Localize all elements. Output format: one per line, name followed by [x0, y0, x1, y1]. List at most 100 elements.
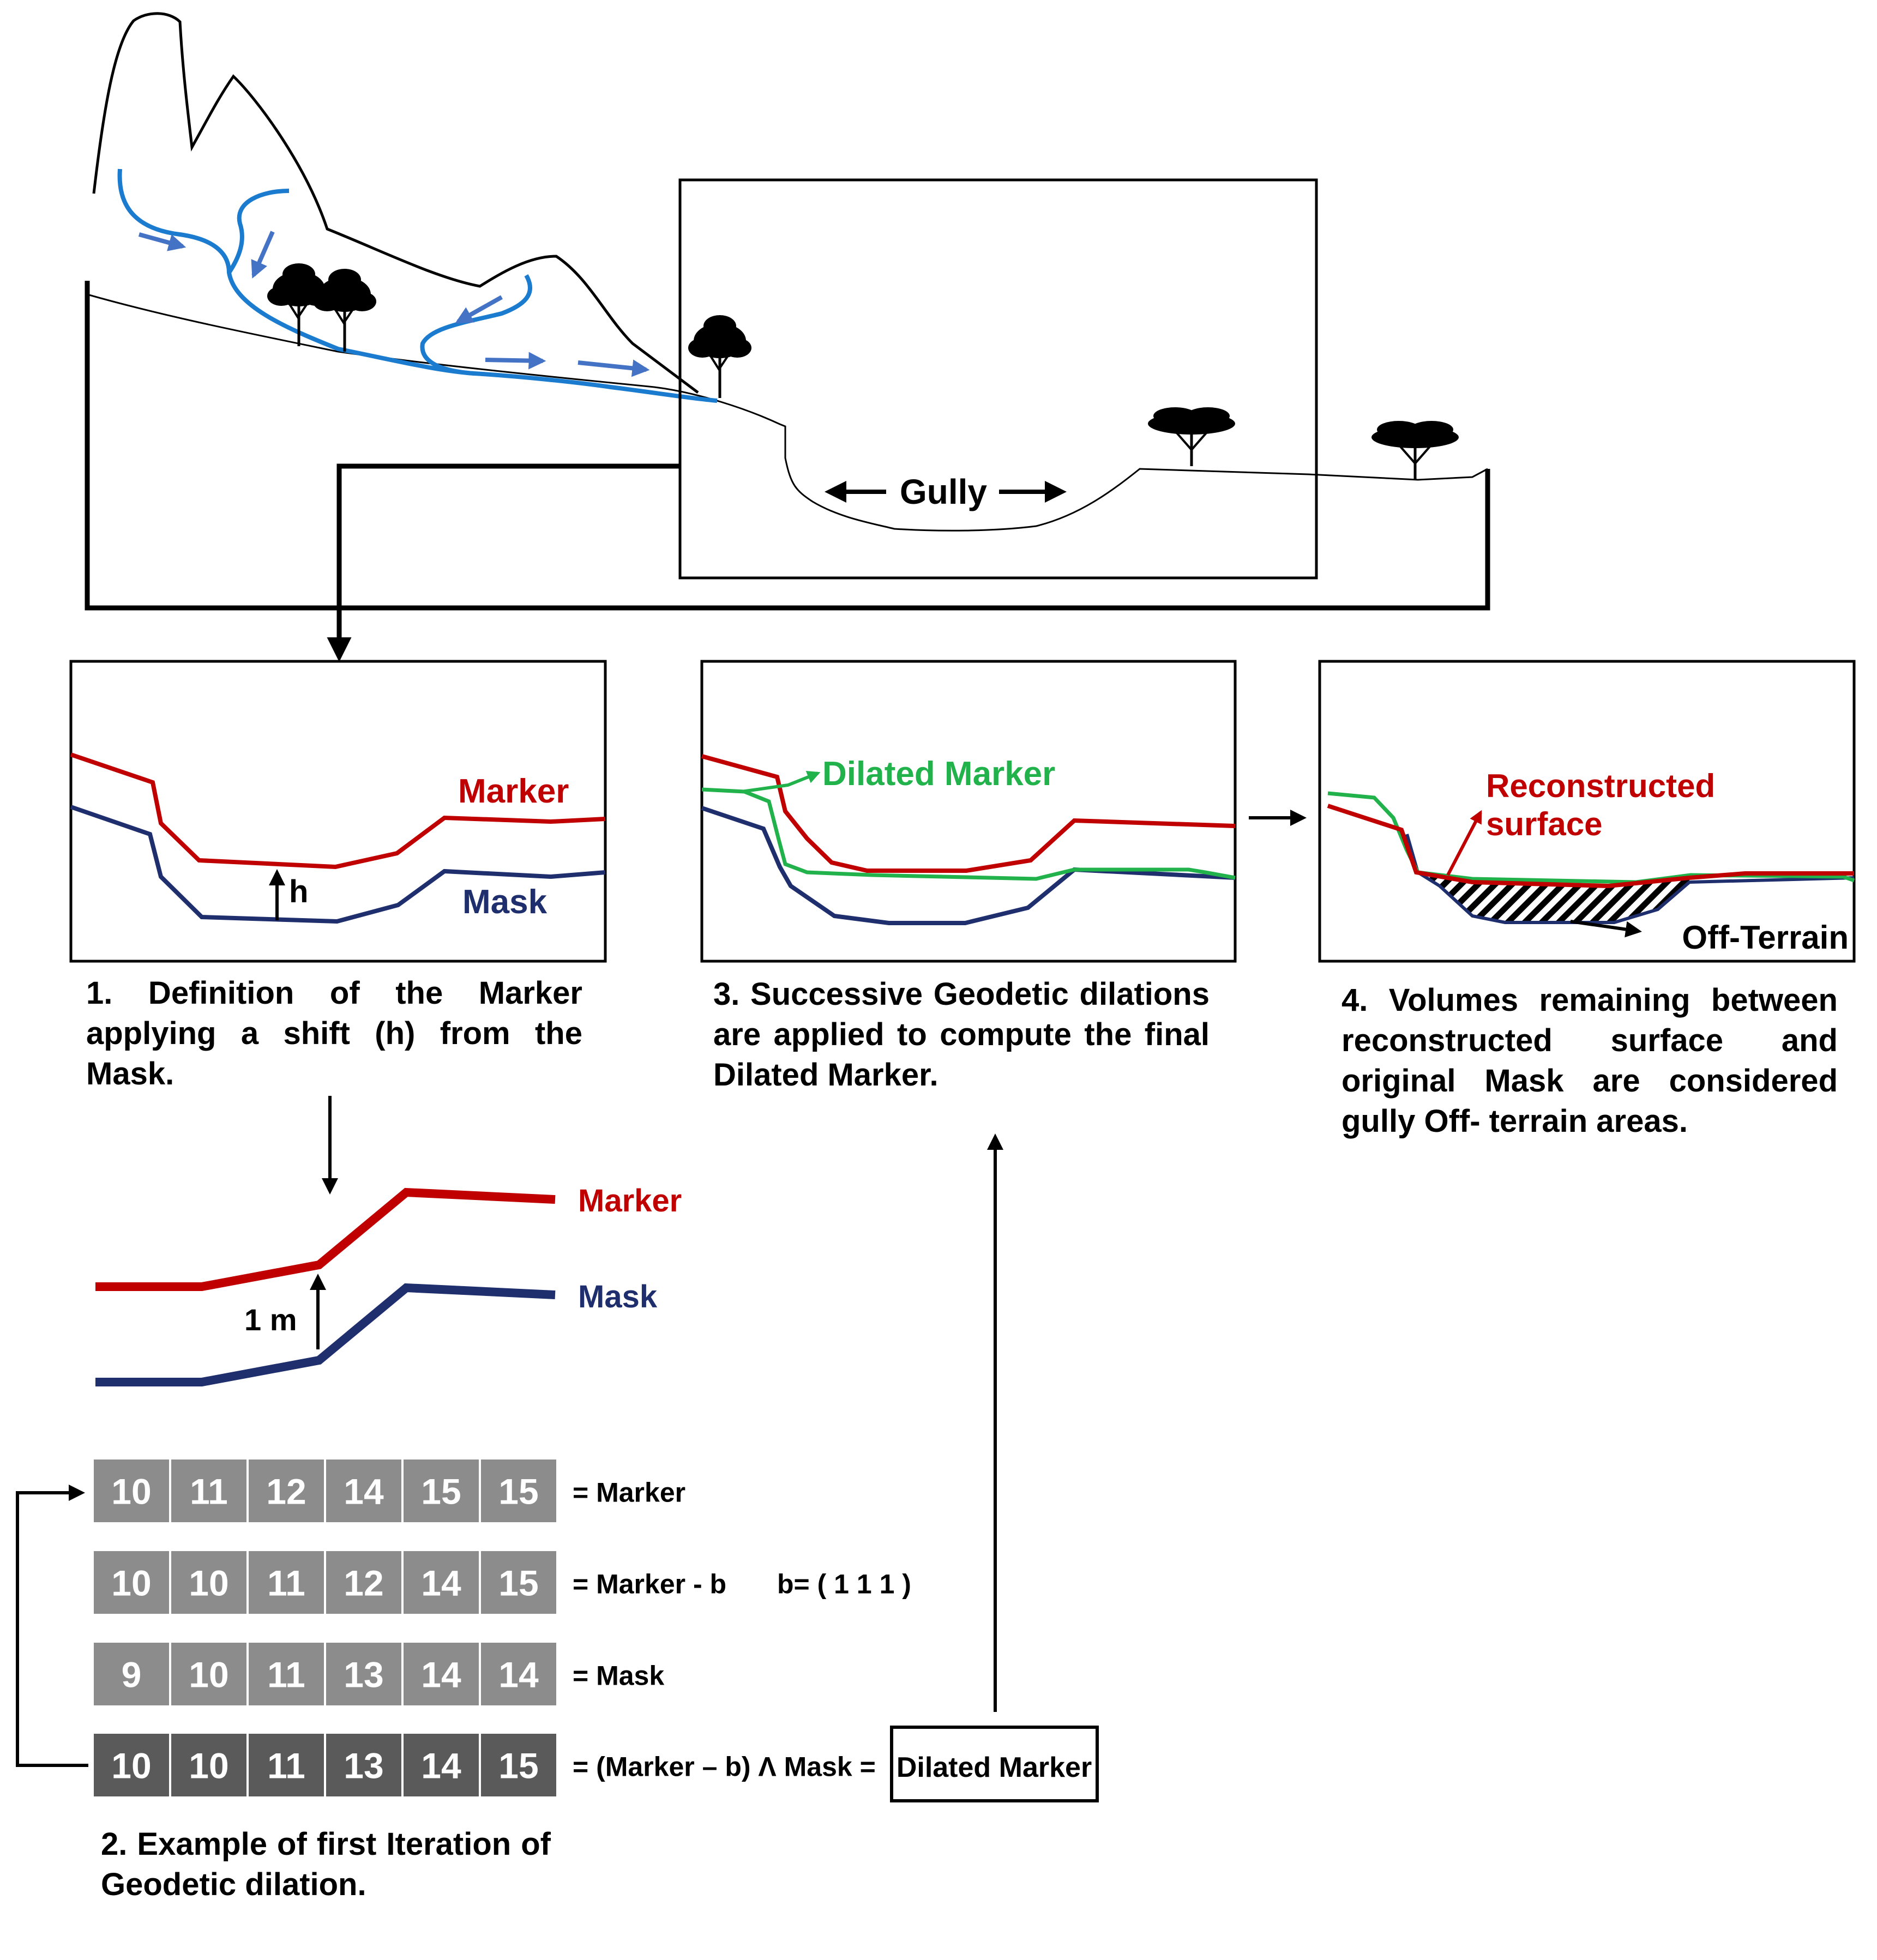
table-cell	[94, 1551, 169, 1614]
table-cell	[249, 1643, 324, 1705]
table-cell-value: 10	[189, 1655, 228, 1695]
tree-icon	[1148, 407, 1235, 466]
table-cell	[249, 1551, 324, 1614]
table-row-label: = (Marker – b) Λ Mask =	[573, 1752, 876, 1782]
table-cell	[404, 1460, 479, 1522]
tree-icon	[688, 315, 751, 398]
table-cell	[481, 1734, 556, 1796]
table-cell	[404, 1643, 479, 1705]
table-cell	[326, 1734, 401, 1796]
gully-label: Gully	[900, 472, 987, 511]
panel-3-mask-line	[701, 806, 1236, 925]
flow-arrow-icon	[251, 231, 275, 279]
flow-arrows	[138, 231, 650, 377]
table-row-label: = Marker	[573, 1477, 685, 1508]
table-cell-value: 15	[498, 1471, 538, 1512]
panel-1-shift-label: h	[289, 874, 308, 909]
table-cell-value: 12	[266, 1471, 306, 1512]
panel-4-reconstructed-line	[1327, 804, 1854, 889]
panel-3-dilated-pointer	[741, 770, 821, 793]
table-cell-value: 15	[421, 1471, 461, 1512]
mountain-outline	[92, 12, 699, 394]
stream-branch-1	[227, 189, 290, 274]
table-cell-value: 14	[421, 1746, 461, 1786]
ground-profile	[85, 281, 1490, 611]
table-cell-value: 14	[498, 1655, 539, 1695]
table-cell	[94, 1460, 169, 1522]
panel-1-caption: 1. Definition of the Marker applying a s…	[86, 975, 582, 1091]
gully-bracket-left	[327, 463, 680, 662]
panel-1-mask-label: Mask	[462, 883, 548, 921]
table-cell-value: 10	[111, 1746, 151, 1786]
table-cell	[326, 1551, 401, 1614]
table-cell-value: 11	[267, 1746, 305, 1786]
table-cell	[171, 1460, 246, 1522]
panel-4-caption: 4. Volumes remaining between reconstruct…	[1341, 982, 1838, 1139]
flow-arrow-icon	[138, 232, 187, 251]
panel-4: Reconstructed surface Off-Terrain	[1318, 660, 1856, 963]
panel-2-marker-line	[95, 1187, 556, 1291]
dilated-marker-box	[890, 1726, 1099, 1802]
panel-1: h Marker Mask	[69, 660, 607, 963]
table-row-extra: b= ( 1 1 1 )	[777, 1569, 911, 1600]
table-cell	[171, 1643, 246, 1705]
table-cell	[171, 1734, 246, 1796]
panel-4-offterrain-pointer	[1570, 920, 1642, 938]
panel-4-offterrain-label: Off-Terrain	[1682, 919, 1849, 956]
panel-3-caption: 3. Successive Geodetic dilations are app…	[713, 976, 1210, 1093]
panel-1-frame	[69, 660, 607, 963]
panel-4-reconstructed-pointer	[1446, 810, 1482, 876]
table-cell	[326, 1643, 401, 1705]
table-cell	[326, 1460, 401, 1522]
table-cell-value: 9	[122, 1655, 142, 1695]
table-cell	[171, 1551, 246, 1614]
panel-4-mask-line	[1405, 834, 1855, 924]
table-cell-value: 10	[189, 1563, 228, 1603]
table-row-label: = Marker - b	[573, 1569, 726, 1600]
panel-4-frame	[1318, 660, 1856, 963]
table-cell-value: 10	[111, 1471, 151, 1512]
iteration-loop-arrow	[16, 1485, 88, 1767]
panel-1-mask-line	[70, 805, 606, 924]
stream-branch-2	[420, 274, 532, 376]
panel-3-frame	[700, 660, 1237, 963]
panel-2-mask-label: Mask	[578, 1279, 658, 1314]
panel-3-dilated-line	[701, 787, 1236, 881]
table-cell-value: 14	[344, 1471, 384, 1512]
panel-1-marker-line	[70, 752, 606, 870]
table-cell-value: 10	[111, 1563, 151, 1603]
geodetic-dilation-row-labels: = Marker = Marker - b b= ( 1 1 1 ) = Mask = …	[573, 1477, 911, 1782]
panel-2-shift-label: 1 m	[244, 1302, 297, 1337]
table-cell	[481, 1551, 556, 1614]
table-cell-value: 13	[344, 1746, 383, 1786]
table-cell	[404, 1734, 479, 1796]
table-cell-value: 11	[267, 1563, 305, 1603]
table-cell-value: 15	[498, 1746, 538, 1786]
flow-arrow-icon	[485, 352, 546, 370]
dilated-marker-box-label: Dilated Marker	[897, 1752, 1092, 1783]
terrain-line	[87, 293, 1488, 532]
table-cell	[94, 1643, 169, 1705]
table-cell-value: 11	[267, 1655, 305, 1695]
flow-arrow-icon	[577, 359, 650, 377]
table-cell	[249, 1460, 324, 1522]
table-cell-value: 15	[498, 1563, 538, 1603]
table-cell	[94, 1734, 169, 1796]
flow-arrow-icon	[455, 295, 503, 324]
table-cell-value: 14	[421, 1563, 461, 1603]
table-row-label: = Mask	[573, 1661, 664, 1691]
panel-2-caption: 2. Example of first Iteration of Geodeti…	[101, 1826, 551, 1902]
panel-3: Dilated Marker	[700, 660, 1237, 963]
panel-3-marker-line	[701, 754, 1236, 873]
panel-3-dilated-label: Dilated Marker	[822, 755, 1055, 793]
panel-1-marker-label: Marker	[458, 773, 569, 810]
gully-zoom-box	[678, 178, 1318, 580]
table-cell	[249, 1734, 324, 1796]
table-cell	[481, 1643, 556, 1705]
tree-icon	[1371, 421, 1459, 480]
table-cell-value: 13	[344, 1655, 383, 1695]
table-cell	[481, 1460, 556, 1522]
